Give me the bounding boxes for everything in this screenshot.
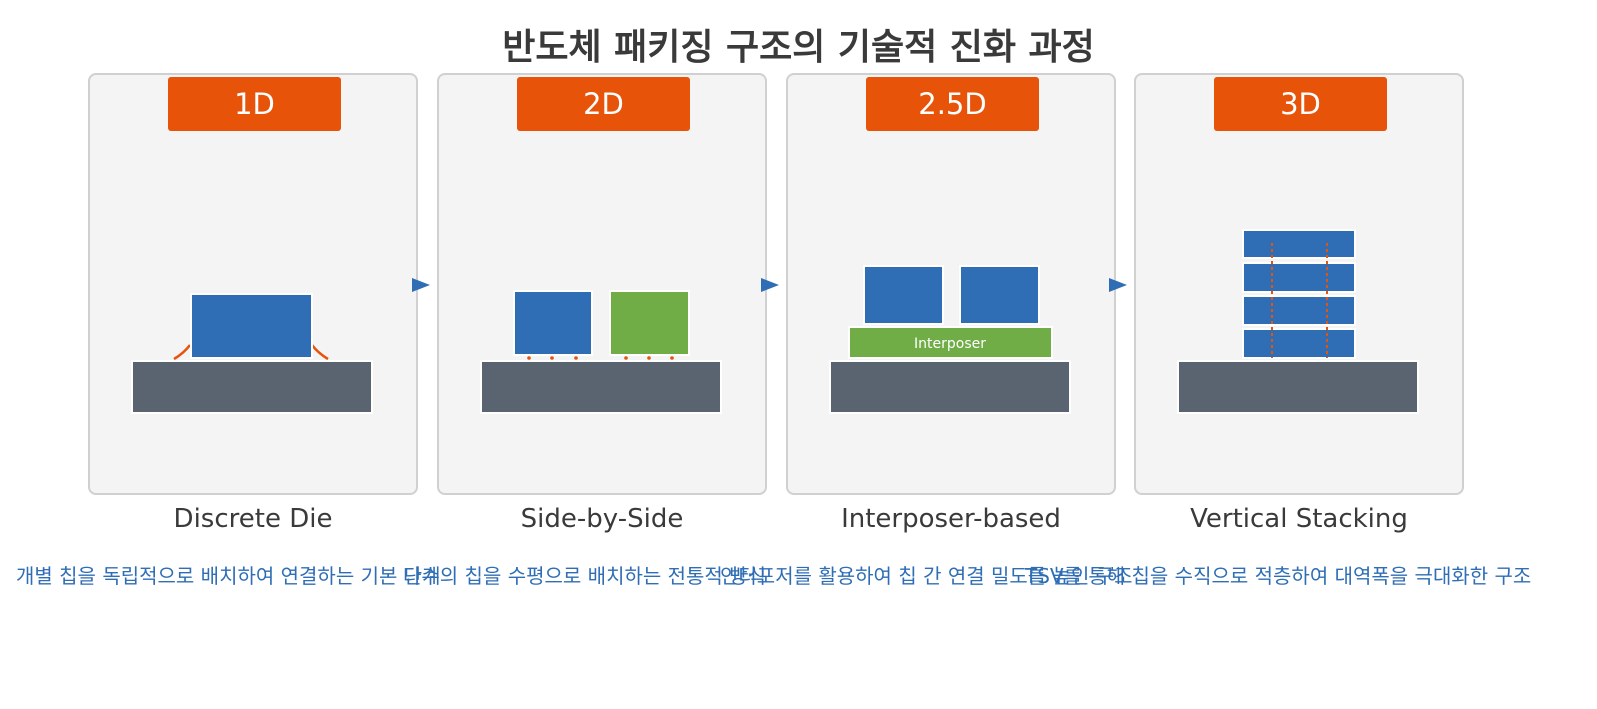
stage-name: Interposer-based: [841, 504, 1061, 534]
chip-right: [959, 265, 1040, 325]
substrate: [829, 360, 1071, 414]
discrete-die-illustration: [131, 293, 373, 414]
stage-panel-3d: 3D: [1134, 73, 1464, 495]
side-by-side-illustration: [480, 290, 722, 414]
interposer-layer: [848, 326, 1053, 359]
arrow-right-icon: [412, 278, 430, 292]
stacked-die: [1242, 295, 1356, 326]
stage-panel-1d: 1D: [88, 73, 418, 495]
stage-description: 인터포저를 활용하여 칩 간 연결 밀도를 높인 구조: [720, 564, 1133, 588]
stacked-die: [1242, 262, 1356, 293]
stage-panel-2-5d: 2.5D Interposer: [786, 73, 1116, 495]
bond-wire-right: [311, 344, 329, 361]
interposer-label: Interposer: [914, 336, 986, 352]
arrow-right-icon: [1109, 278, 1127, 292]
micro-bumps: [527, 356, 674, 360]
stage-badge: 2.5D: [866, 77, 1039, 131]
vertical-stacking-illustration: [1177, 229, 1419, 414]
stage-description: 개별 칩을 독립적으로 배치하여 연결하는 기본 단계: [16, 564, 441, 588]
diagram-title: 반도체 패키징 구조의 기술적 진화 과정: [502, 27, 1095, 68]
chip-blue: [513, 290, 593, 356]
stacked-die: [1242, 328, 1356, 359]
interposer-illustration: Interposer: [829, 265, 1071, 414]
stage-badge: 1D: [168, 77, 341, 131]
substrate: [480, 360, 722, 414]
chip-green: [609, 290, 690, 356]
stage-description: TSV를 통해 칩을 수직으로 적층하여 대역폭을 극대화한 구조: [1025, 564, 1532, 588]
bond-wire-left: [173, 344, 191, 361]
stage-badge: 3D: [1214, 77, 1387, 131]
chip-left: [863, 265, 944, 325]
stacked-die: [1242, 229, 1356, 259]
substrate: [131, 360, 373, 414]
stage-description: 다수의 칩을 수평으로 배치하는 전통적 방식: [403, 564, 766, 588]
stage-name: Side-by-Side: [520, 504, 684, 534]
stage-name: Vertical Stacking: [1190, 504, 1408, 534]
stage-panel-2d: 2D: [437, 73, 767, 495]
stage-badge: 2D: [517, 77, 690, 131]
stage-name: Discrete Die: [173, 504, 333, 534]
die-chip: [190, 293, 313, 359]
arrow-right-icon: [761, 278, 779, 292]
substrate: [1177, 360, 1419, 414]
